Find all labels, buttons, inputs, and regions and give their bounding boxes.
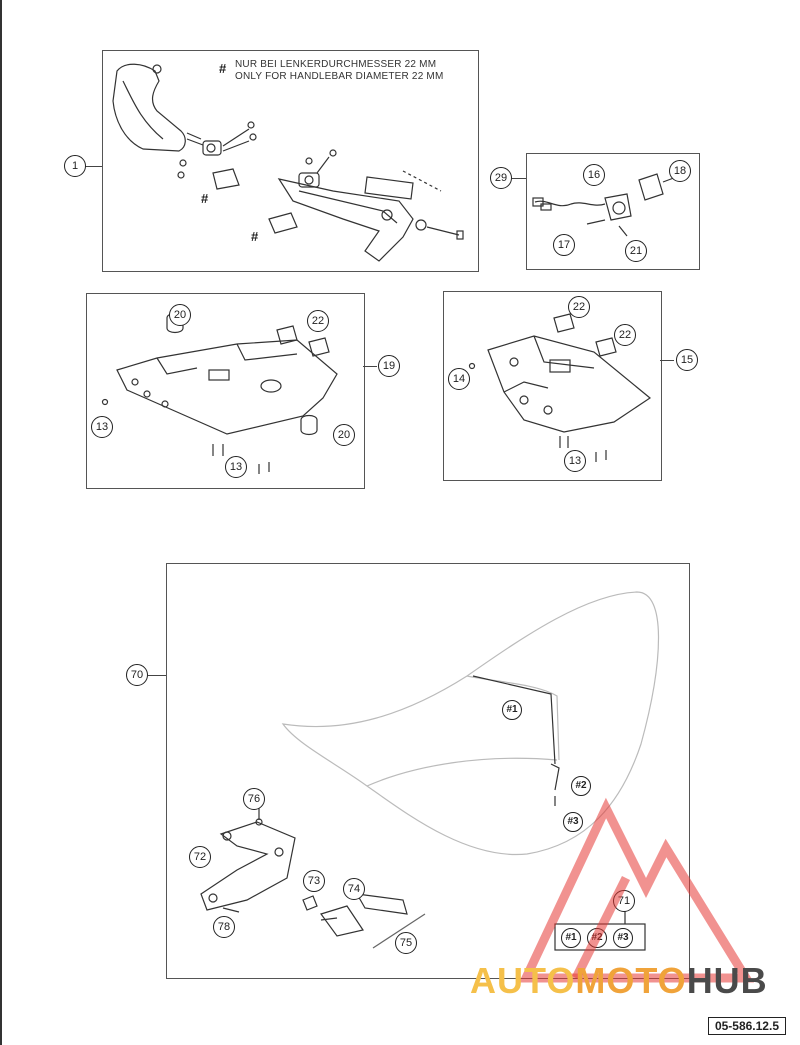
leader-70 [148,675,166,676]
watermark-moto: MOTO [575,960,687,1001]
engine-guard-drawing [468,313,652,462]
callout-22-lower: 22 [614,324,636,346]
grip-outline [364,176,414,200]
right-handguard [277,178,414,262]
note-line-english: ONLY FOR HANDLEBAR DIAMETER 22 MM [235,71,444,82]
callout-70: 70 [126,664,148,686]
callout-78: 78 [213,916,235,938]
panel-handguards: # NUR BEI LENKERDURCHMESSER 22 MM ONLY F… [102,50,479,272]
callout-22-upper: 22 [568,296,590,318]
switch-body [604,193,632,221]
callout-box-3: #3 [613,928,633,948]
skid-plate-drawing [101,312,338,474]
callout-29: 29 [490,167,512,189]
seat-bracket [200,821,296,911]
seat [281,591,660,856]
callout-13-guard: 13 [564,450,586,472]
leader-19 [363,366,377,367]
callout-13-bottom: 13 [225,456,247,478]
callout-seat-1: #1 [502,700,522,720]
hash-mark-right: # [251,229,259,244]
leader-15 [660,360,674,361]
mount-block-d [595,337,617,357]
seat-lock-plate [355,893,408,915]
handguard-drawing [112,63,464,262]
callout-17: 17 [553,234,575,256]
left-clamp [202,140,222,156]
callout-1: 1 [64,155,86,177]
switch-drawing [532,173,680,237]
callout-75: 75 [395,932,417,954]
right-spacer [268,212,298,234]
callout-15: 15 [676,349,698,371]
document-number: 05-586.12.5 [707,1017,786,1035]
switch-cable [534,200,606,207]
callout-18: 18 [669,160,691,182]
seat-strap [472,675,556,765]
switch-cover [638,173,664,201]
watermark-auto: AUTO [470,960,576,1001]
callout-20-top: 20 [169,304,191,326]
skid-plate [116,339,338,435]
hash-mark-left: # [201,191,209,206]
callout-22-skid: 22 [307,310,329,332]
callout-20-bottom: 20 [333,424,355,446]
mount-block-b [308,337,330,357]
callout-16: 16 [583,164,605,186]
callout-13-left: 13 [91,416,113,438]
panel-skid-plate: 20 22 13 13 20 [86,293,365,489]
left-spacer [212,168,240,190]
callout-14: 14 [448,368,470,390]
page-border-left [0,0,2,1045]
note-hash: # [219,61,227,76]
panel-engine-guard: 22 22 14 13 [443,291,662,481]
callout-72: 72 [189,846,211,868]
callout-76: 76 [243,788,265,810]
note-line-german: NUR BEI LENKERDURCHMESSER 22 MM [235,59,437,70]
panel-switch: 16 18 17 21 [526,153,700,270]
right-clamp [298,172,320,188]
callout-19: 19 [378,355,400,377]
watermark-text: AUTOMOTOHUB [470,960,768,1002]
callout-73: 73 [303,870,325,892]
watermark-hub: HUB [686,960,768,1001]
mount-block-a [276,325,298,345]
mount-block-c [553,313,575,333]
callout-seat-2: #2 [571,776,591,796]
watermark-triangle-logo [518,797,755,983]
leader-29 [512,178,526,179]
leader-1 [84,166,102,167]
callout-74: 74 [343,878,365,900]
panel-seat: #1 #2 #3 76 72 73 74 78 75 71 #1 #2 #3 [166,563,690,979]
seat-nut [302,895,318,911]
rubber-buffer-bottom [300,414,318,436]
callout-box-1: #1 [561,928,581,948]
seat-lock [320,905,364,937]
left-handguard [112,63,186,152]
engine-guard [487,335,652,433]
callout-seat-3: #3 [563,812,583,832]
callout-21: 21 [625,240,647,262]
